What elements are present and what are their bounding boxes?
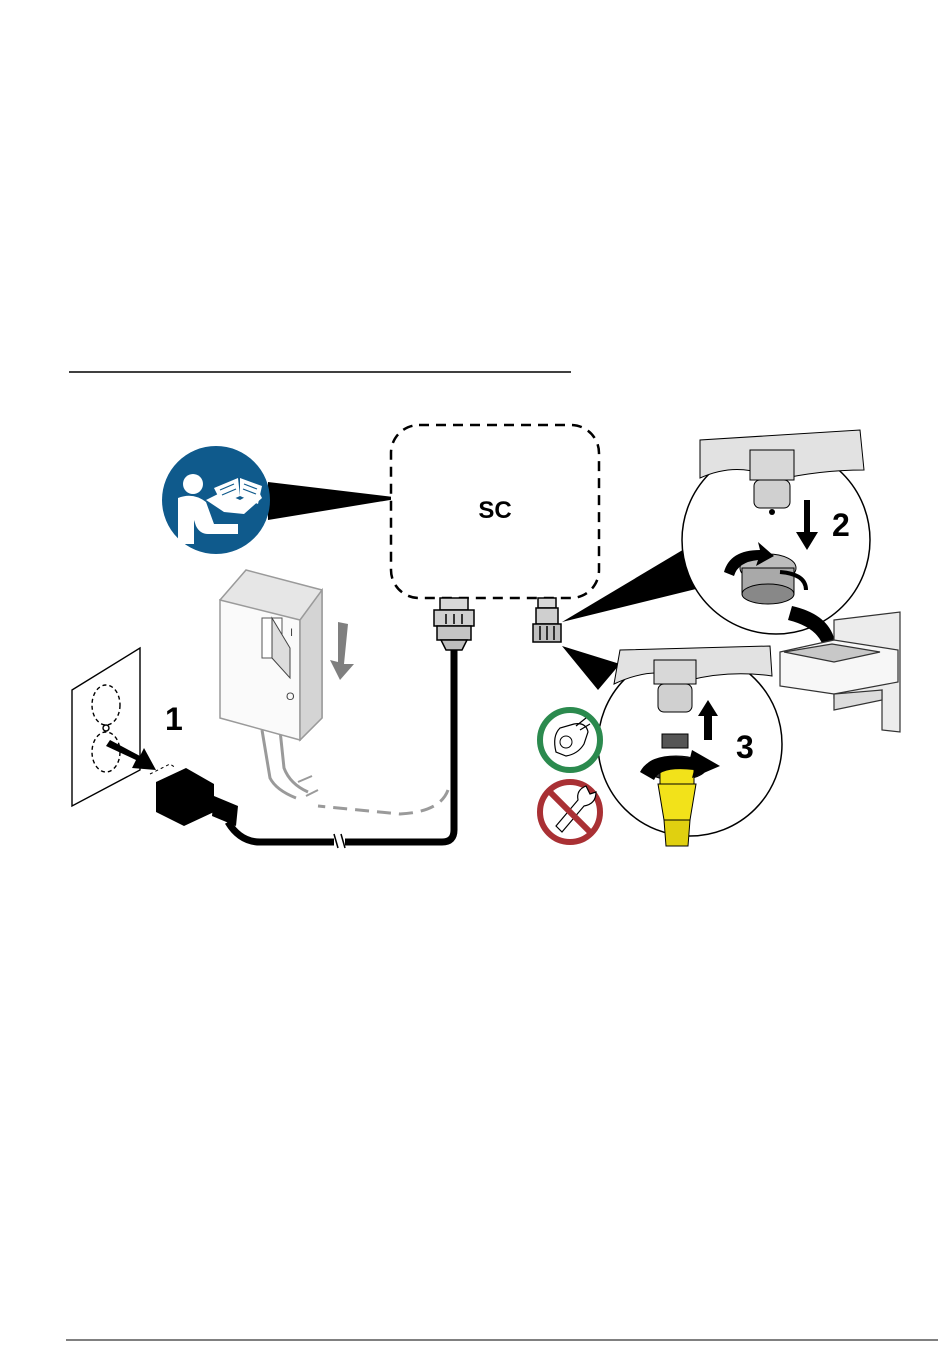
switch-on-mark: I [290,627,293,639]
sensor-connector-port [533,598,561,642]
power-plug [150,764,238,826]
detail-3-reconnect: 3 [598,646,782,846]
controller-label: SC [478,497,511,524]
step-2-label: 2 [832,507,850,543]
power-cable-gland [434,598,474,650]
switch-down-arrow [330,622,354,680]
disconnect-switch: I O [220,570,322,740]
read-manual-callout [162,446,402,554]
step-3-label: 3 [736,729,754,765]
switch-cable [318,790,448,814]
step-1-label: 1 [165,701,183,737]
sc-controller: SC [391,425,599,598]
detail-2-remove-connector: 2 [682,430,870,634]
hand-tighten-icon [540,710,600,770]
no-wrench-icon [540,782,600,842]
wall-outlet [72,648,140,806]
switch-off-mark: O [286,691,295,703]
